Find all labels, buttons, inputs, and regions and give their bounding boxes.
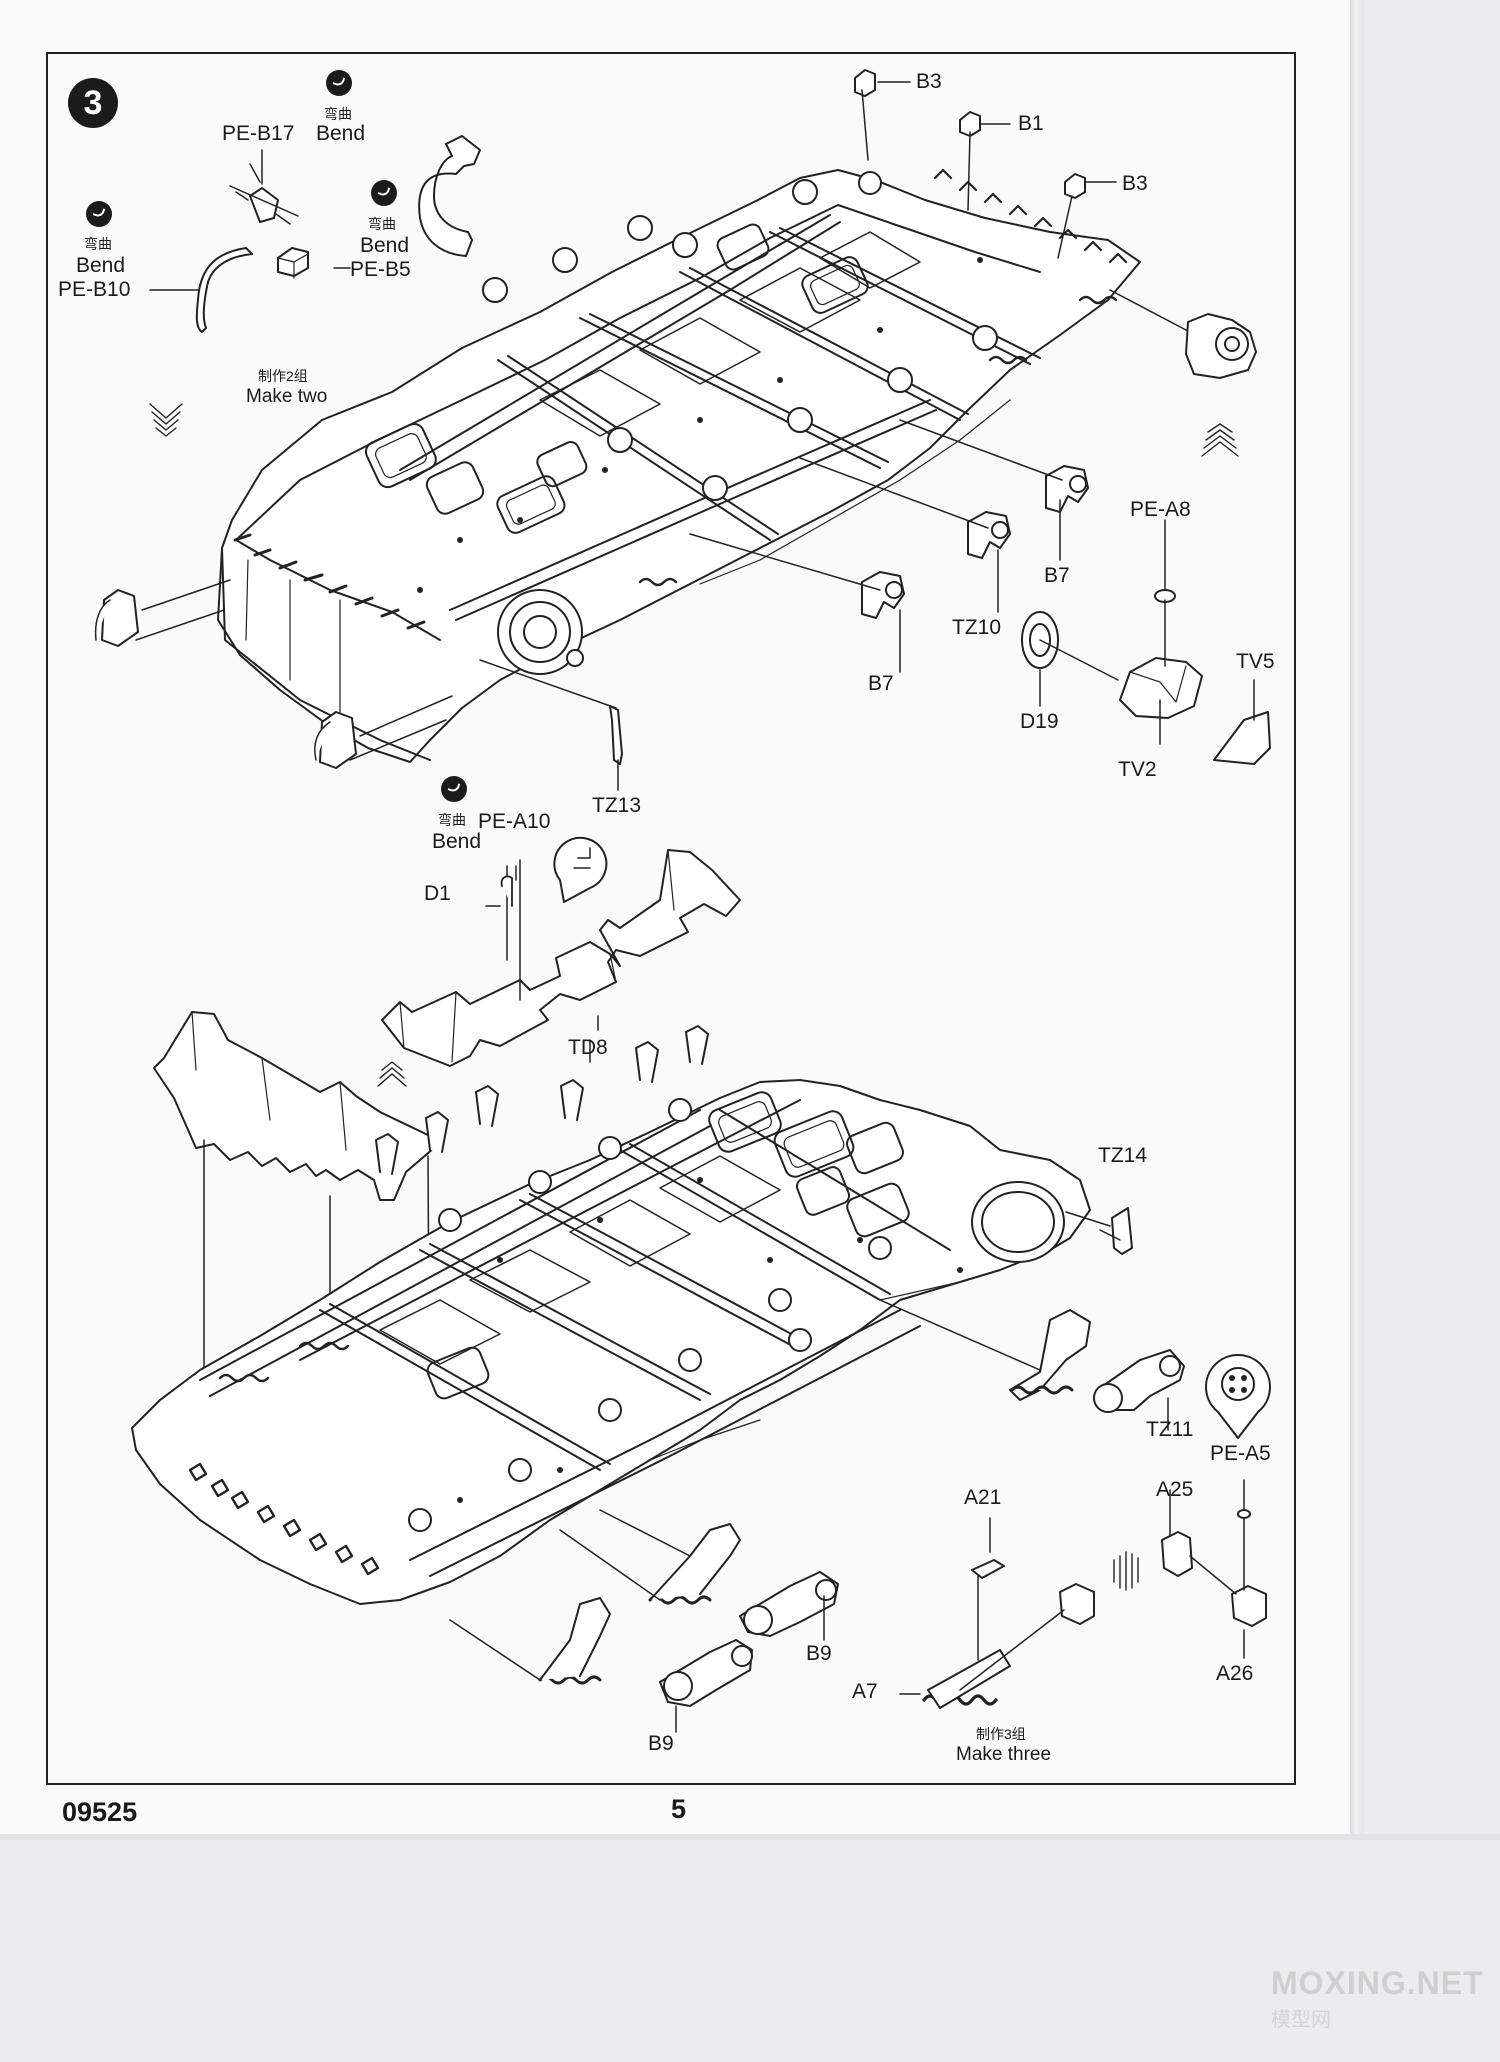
kit-code: 09525 (62, 1797, 138, 1827)
bend-icon (441, 776, 467, 802)
part-label-pe-b10: PE-B10 (58, 278, 131, 301)
bend-label: Bend (432, 830, 482, 853)
lower-loose-parts (500, 836, 1271, 1709)
lower-hull-drawing (131, 1025, 1091, 1605)
part-label-pe-b5: PE-B5 (350, 258, 411, 281)
part-label-b1: B1 (1018, 112, 1044, 135)
make-three-label: Make three (956, 1744, 1052, 1765)
part-label-tv2: TV2 (1118, 758, 1157, 781)
part-label-b3: B3 (1122, 172, 1148, 195)
track-guard-parts (153, 849, 741, 1201)
part-label-b9: B9 (806, 1642, 832, 1665)
part-label-d1: D1 (424, 882, 451, 905)
part-label-b9: B9 (648, 1732, 674, 1755)
bend-cn-label: 弯曲 (368, 216, 396, 232)
make-two-cn-label: 制作2组 (258, 368, 308, 384)
part-label-b3: B3 (916, 70, 942, 93)
make-three-cn-label: 制作3组 (976, 1726, 1026, 1742)
step-number-badge: 3 (68, 78, 118, 128)
watermark-brand: MOXING.NET (1271, 1965, 1484, 2001)
part-label-b7: B7 (868, 672, 894, 695)
upper-leader-lines (135, 81, 1255, 791)
bend-icon (86, 201, 112, 227)
bend-cn-label: 弯曲 (324, 106, 352, 122)
diagram-frame (46, 52, 1296, 1785)
watermark-cn: 模型网 (1271, 2009, 1331, 2031)
bend-icon (371, 180, 397, 206)
part-label-b7: B7 (1044, 564, 1070, 587)
upper-hull-drawing (217, 168, 1141, 763)
part-label-tz13: TZ13 (592, 794, 642, 817)
part-label-a25: A25 (1156, 1478, 1194, 1501)
bend-label: Bend (76, 254, 126, 277)
part-label-pe-a8: PE-A8 (1130, 498, 1191, 521)
bend-cn-label: 弯曲 (84, 236, 112, 252)
part-label-tz14: TZ14 (1098, 1144, 1148, 1167)
bend-label: Bend (316, 122, 366, 145)
part-label-pe-a5: PE-A5 (1210, 1442, 1271, 1465)
bend-icon (326, 70, 352, 96)
scan-edge (0, 1834, 1500, 1840)
make-two-label: Make two (246, 386, 328, 407)
page-number: 5 (671, 1794, 687, 1824)
bend-label: Bend (360, 234, 410, 257)
part-label-pe-a10: PE-A10 (478, 810, 551, 833)
lower-leader-lines (449, 865, 1245, 1733)
part-label-td8: TD8 (568, 1036, 608, 1059)
upper-loose-parts (94, 69, 1271, 769)
page-fold (1350, 0, 1364, 1840)
part-label-a21: A21 (964, 1486, 1002, 1509)
part-label-tz10: TZ10 (952, 616, 1002, 639)
bend-cn-label: 弯曲 (438, 812, 466, 828)
direction-arrows (149, 403, 1239, 1591)
part-label-a7: A7 (852, 1680, 878, 1703)
part-label-d19: D19 (1020, 710, 1059, 733)
part-label-tz11: TZ11 (1146, 1418, 1194, 1441)
part-label-a26: A26 (1216, 1662, 1254, 1685)
part-label-pe-b17: PE-B17 (222, 122, 295, 145)
part-label-tv5: TV5 (1236, 650, 1275, 673)
